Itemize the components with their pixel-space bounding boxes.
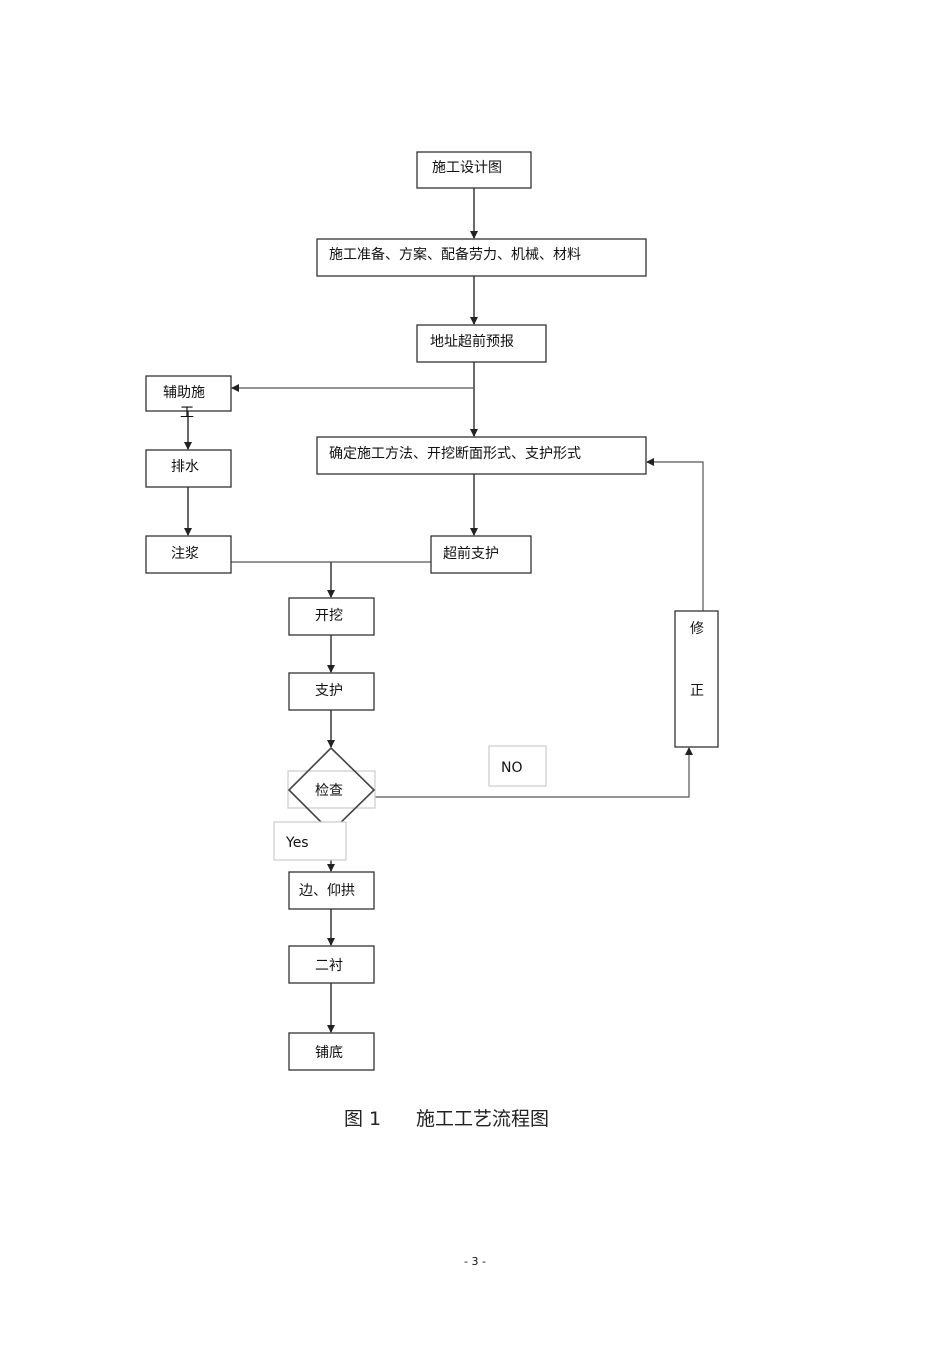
- node-advance-support: 超前支护: [430, 535, 532, 574]
- node-excavation: 开挖: [288, 597, 375, 636]
- node-bottom-paving: 铺底: [288, 1032, 375, 1071]
- node-aux-construction: 辅助施 工: [145, 375, 232, 421]
- node-inspection: 检查: [287, 746, 376, 834]
- node-geo-forecast: 地址超前预报: [416, 324, 547, 363]
- node-secondary-lining: 二衬: [288, 945, 375, 984]
- svg-text:地址超前预报: 地址超前预报: [430, 333, 514, 350]
- node-edge-invert: 边、仰拱: [288, 871, 375, 910]
- node-drainage: 排水: [145, 449, 232, 488]
- figure-number: 图 1: [344, 1108, 381, 1130]
- svg-text:NO: NO: [501, 760, 523, 776]
- connectors: [184, 188, 704, 1033]
- svg-text:工: 工: [180, 405, 194, 421]
- page-number: - 3 -: [464, 1255, 486, 1268]
- svg-text:正: 正: [690, 683, 704, 699]
- svg-text:施工准备、方案、配备劳力、机械、材料: 施工准备、方案、配备劳力、机械、材料: [329, 246, 581, 263]
- svg-text:检查: 检查: [315, 783, 343, 799]
- arrow-no: [374, 747, 693, 798]
- svg-text:Yes: Yes: [285, 835, 309, 851]
- svg-text:开挖: 开挖: [315, 608, 343, 624]
- node-support: 支护: [288, 672, 375, 711]
- svg-text:注浆: 注浆: [171, 546, 199, 562]
- figure-title: 施工工艺流程图: [416, 1108, 549, 1130]
- svg-text:二衬: 二衬: [315, 958, 343, 974]
- svg-text:边、仰拱: 边、仰拱: [299, 883, 355, 899]
- svg-text:施工设计图: 施工设计图: [432, 160, 502, 176]
- svg-text:排水: 排水: [171, 459, 199, 475]
- svg-text:辅助施: 辅助施: [163, 385, 205, 401]
- arrow-correction-to-method: [646, 458, 704, 611]
- label-no: NO: [488, 745, 547, 787]
- svg-text:确定施工方法、开挖断面形式、支护形式: 确定施工方法、开挖断面形式、支护形式: [329, 446, 581, 462]
- svg-text:支护: 支护: [315, 683, 343, 699]
- node-determine-method: 确定施工方法、开挖断面形式、支护形式: [316, 436, 647, 475]
- node-grouting: 注浆: [145, 535, 232, 574]
- node-preparation: 施工准备、方案、配备劳力、机械、材料: [316, 238, 647, 277]
- svg-text:修: 修: [690, 621, 704, 637]
- node-design-drawing: 施工设计图: [416, 151, 532, 189]
- svg-text:铺底: 铺底: [315, 1045, 343, 1061]
- svg-text:超前支护: 超前支护: [443, 545, 499, 562]
- label-yes: Yes: [273, 821, 347, 861]
- node-correction: 修 正: [674, 610, 719, 748]
